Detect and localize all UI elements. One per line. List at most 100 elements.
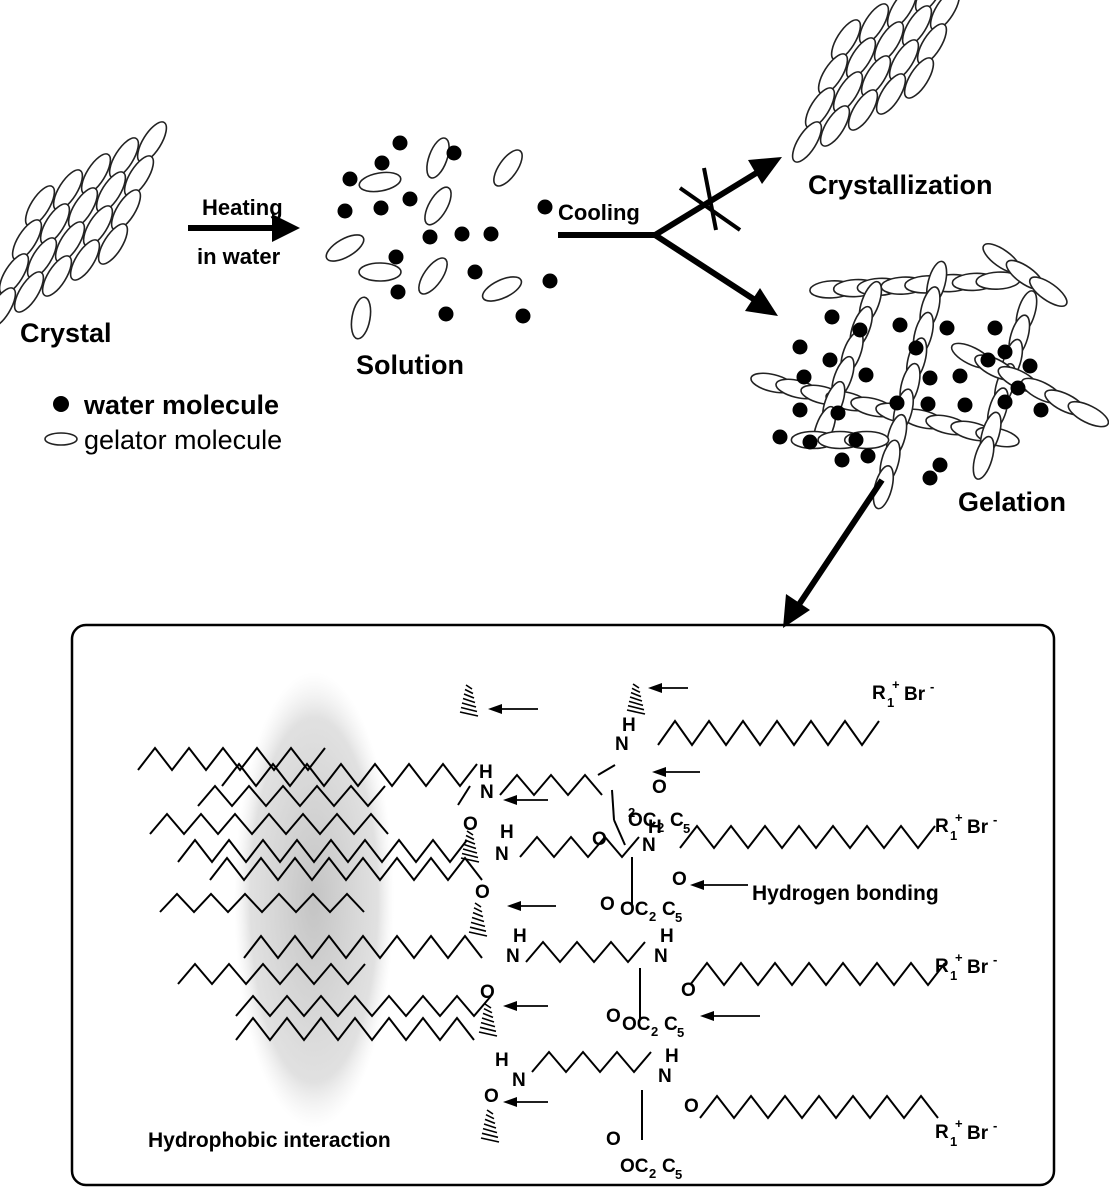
bond — [614, 820, 625, 845]
hbond-hash — [632, 688, 640, 692]
amide-nitrogen: N — [512, 1070, 526, 1091]
legend: water molecule gelator molecule — [45, 390, 282, 455]
water-molecule — [468, 265, 483, 280]
ethoxy-label: OC — [622, 1014, 651, 1035]
atom-subscript: 5 — [677, 1025, 684, 1040]
gelator-molecule — [358, 169, 402, 194]
hbond-hash — [471, 922, 485, 926]
water-molecule — [516, 309, 531, 324]
water-molecule — [823, 353, 838, 368]
hbond-pointer-arrowhead — [652, 767, 666, 777]
amide-nitrogen: N — [495, 844, 509, 865]
water-molecule — [375, 156, 390, 171]
water-molecule — [933, 458, 948, 473]
water-molecule — [543, 274, 558, 289]
atom-subscript: 5 — [675, 1167, 682, 1182]
ester-carbonyl-oxygen: O — [592, 829, 607, 850]
blocked-cross-mark — [680, 168, 740, 230]
water-molecule — [439, 307, 454, 322]
water-molecule — [343, 172, 358, 187]
bromide-label: Br — [967, 817, 989, 838]
water-molecule — [958, 398, 973, 413]
gelator-molecule — [489, 146, 528, 191]
hbond-hash — [470, 927, 486, 931]
ethoxy-carbon: C — [664, 1014, 678, 1035]
r-group-label: R — [935, 816, 949, 837]
bond — [532, 1052, 651, 1072]
r-group-label: R — [935, 956, 949, 977]
bond — [526, 942, 645, 962]
bromide-label: Br — [967, 957, 989, 978]
crystal-label: Crystal — [20, 318, 112, 348]
hbond-pointer-arrowhead — [503, 795, 517, 805]
hbond-hash — [463, 849, 477, 853]
hbond-hash — [484, 1124, 496, 1128]
water-molecule — [825, 310, 840, 325]
water-molecule — [447, 146, 462, 161]
amide-oxygen: O — [475, 882, 490, 903]
amide-oxygen: O — [484, 1086, 499, 1107]
water-molecule — [374, 201, 389, 216]
water-molecule — [393, 136, 408, 151]
atom-subscript: 5 — [683, 821, 690, 836]
water-molecule — [538, 200, 553, 215]
amide-nitrogen: N — [480, 782, 494, 803]
atom-subscript: + — [955, 950, 963, 965]
gelator-molecule-icon — [45, 433, 77, 445]
amide-oxygen: O — [652, 777, 667, 798]
hbond-hash — [483, 1013, 493, 1017]
bond — [500, 775, 602, 795]
in-water-label: in water — [197, 244, 281, 269]
water-molecule — [859, 368, 874, 383]
hbond-hash — [630, 697, 642, 701]
amide-oxygen: O — [681, 980, 696, 1001]
legend-water-label: water molecule — [83, 390, 279, 420]
hbond-hash — [483, 1129, 497, 1133]
atom-subscript: 1 — [950, 968, 957, 983]
water-molecule — [988, 321, 1003, 336]
solution-label: Solution — [356, 350, 464, 380]
gelator-molecule — [359, 263, 401, 281]
water-molecule — [890, 396, 905, 411]
water-molecule — [998, 395, 1013, 410]
atom-subscript: + — [955, 1116, 963, 1131]
ester-carbonyl-oxygen: O — [606, 1129, 621, 1150]
hbond-hash — [472, 918, 484, 922]
crystal-cluster — [0, 118, 172, 333]
hydrophobic-region — [234, 672, 394, 1128]
hbond-pointer-arrowhead — [503, 1001, 517, 1011]
hbond-hash — [481, 1138, 499, 1142]
hbond-hash — [627, 710, 645, 714]
hbond-hash — [479, 1032, 497, 1036]
water-molecule — [940, 321, 955, 336]
water-molecule — [998, 345, 1013, 360]
atom-subscript: + — [955, 810, 963, 825]
water-molecule — [484, 227, 499, 242]
hbond-hash — [466, 685, 472, 689]
hbond-hash — [473, 913, 483, 917]
hbond-hash — [466, 836, 474, 840]
bond — [700, 1096, 938, 1118]
bond — [612, 790, 614, 820]
hbond-pointer-arrowhead — [503, 1097, 517, 1107]
hbond-hash — [462, 703, 476, 707]
amide-nitrogen: N — [506, 946, 520, 967]
amide-nitrogen: N — [615, 734, 629, 755]
amide-nitrogen: N — [642, 835, 656, 856]
water-molecule — [893, 318, 908, 333]
solution-cluster — [322, 135, 557, 340]
hbond-hash — [485, 1119, 495, 1123]
nh-hydrogen: H — [500, 822, 514, 843]
cooling-label: Cooling — [558, 200, 640, 225]
water-molecule — [338, 204, 353, 219]
water-molecule — [861, 449, 876, 464]
gelator-molecule — [414, 254, 453, 299]
ethoxy-carbon: C — [662, 1156, 676, 1177]
hbond-hash — [461, 708, 477, 712]
nh-hydrogen: H — [479, 762, 493, 783]
gelator-molecule — [420, 183, 457, 228]
atom-subscript: 1 — [887, 695, 894, 710]
nh-hydrogen: H — [622, 715, 636, 736]
hbond-hash — [628, 706, 644, 710]
